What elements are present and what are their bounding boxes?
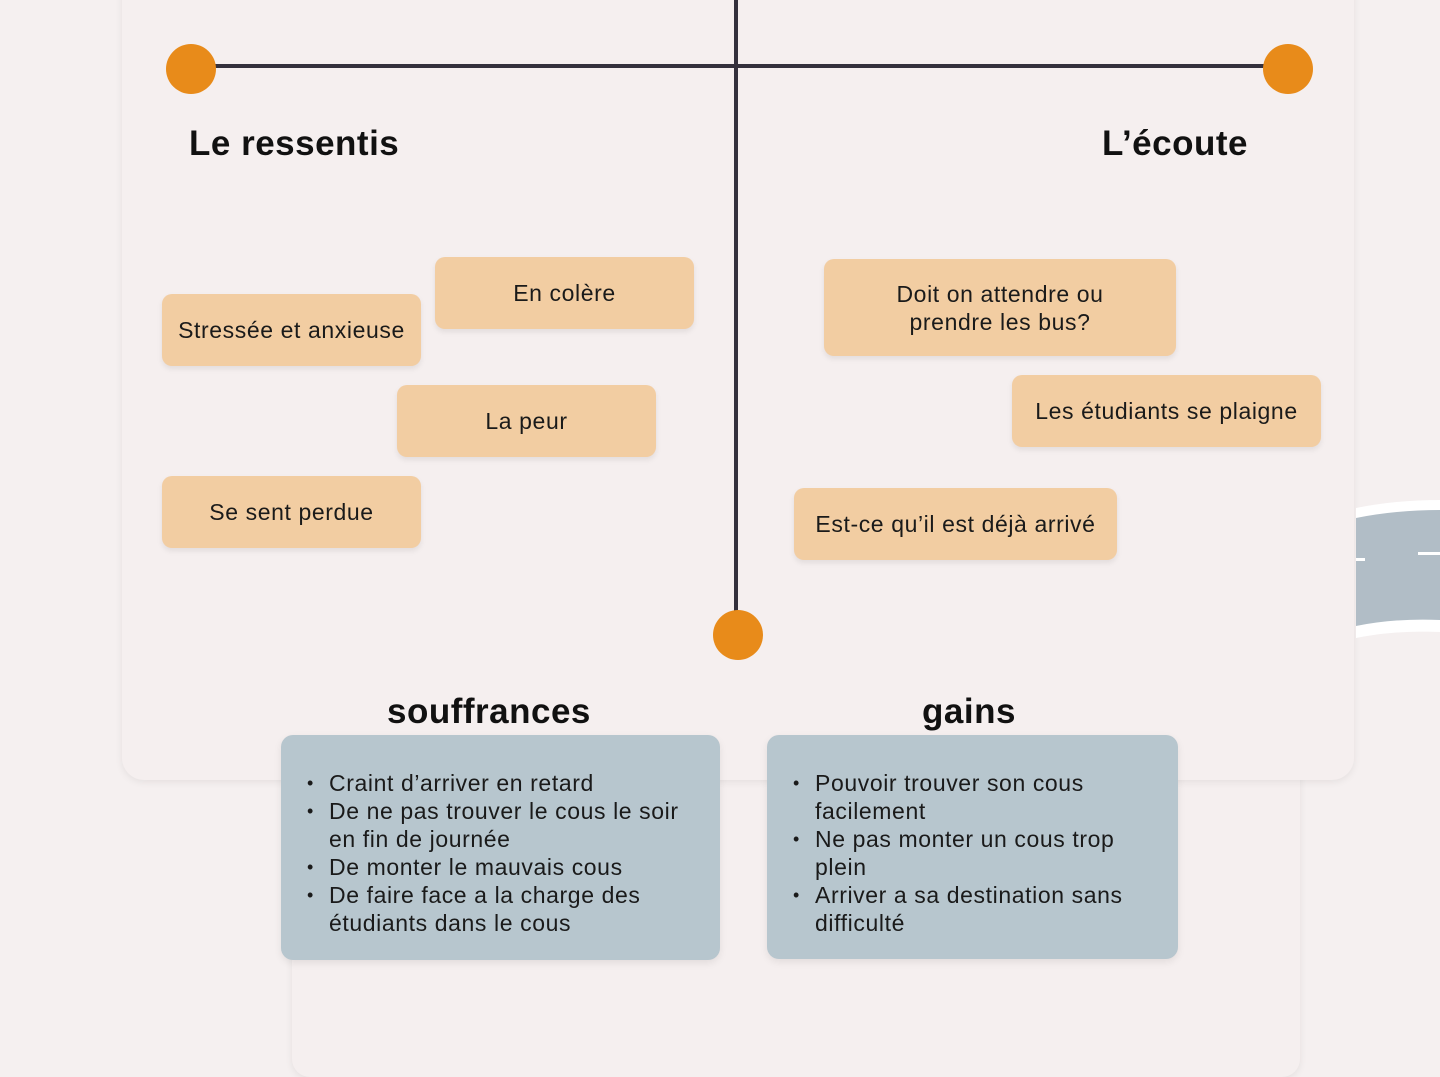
- gain-item: Arriver a sa destination sans difficulté: [793, 881, 1162, 937]
- gains-title: gains: [922, 692, 1016, 731]
- gain-item: Pouvoir trouver son cous facilement: [793, 769, 1162, 825]
- pains-list: Craint d’arriver en retard De ne pas tro…: [307, 769, 704, 937]
- pains-title: souffrances: [387, 692, 591, 731]
- pain-item: Craint d’arriver en retard: [307, 769, 704, 797]
- pains-box: Craint d’arriver en retard De ne pas tro…: [281, 735, 720, 960]
- sticky-note[interactable]: La peur: [397, 385, 656, 457]
- pain-item: De monter le mauvais cous: [307, 853, 704, 881]
- gains-box: Pouvoir trouver son cous facilement Ne p…: [767, 735, 1178, 959]
- gains-list: Pouvoir trouver son cous facilement Ne p…: [793, 769, 1162, 937]
- sticky-note[interactable]: En colère: [435, 257, 694, 329]
- axis-endpoint-bottom: [713, 610, 763, 660]
- horizontal-axis-line: [190, 64, 1288, 68]
- sticky-note[interactable]: Est-ce qu’il est déjà arrivé: [794, 488, 1117, 560]
- axis-endpoint-right: [1263, 44, 1313, 94]
- vertical-axis-line: [734, 0, 738, 634]
- sticky-note[interactable]: Les étudiants se plaigne: [1012, 375, 1321, 447]
- road-decoration: [1356, 500, 1440, 638]
- pain-item: De faire face a la charge des étudiants …: [307, 881, 704, 937]
- sticky-note[interactable]: Doit on attendre ou prendre les bus?: [824, 259, 1176, 356]
- axis-endpoint-left: [166, 44, 216, 94]
- pain-item: De ne pas trouver le cous le soir en fin…: [307, 797, 704, 853]
- sticky-note[interactable]: Stressée et anxieuse: [162, 294, 421, 366]
- sticky-note[interactable]: Se sent perdue: [162, 476, 421, 548]
- quadrant-title-listening: L’écoute: [1102, 124, 1248, 163]
- quadrant-title-feelings: Le ressentis: [189, 124, 400, 163]
- gain-item: Ne pas monter un cous trop plein: [793, 825, 1162, 881]
